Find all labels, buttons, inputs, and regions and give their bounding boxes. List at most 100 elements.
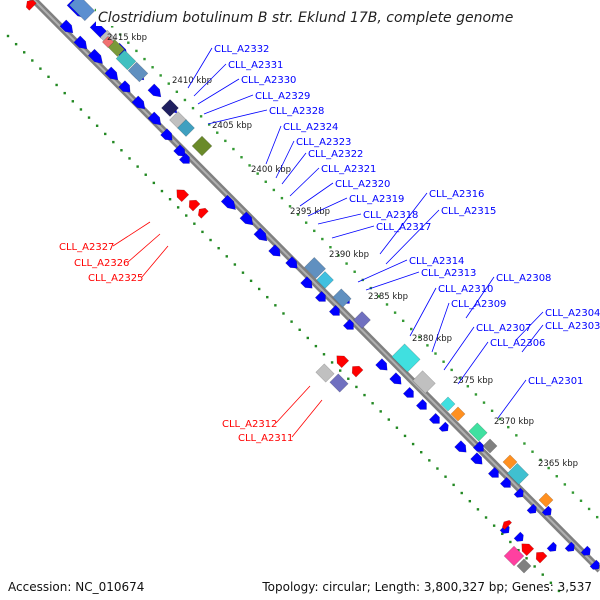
tick-dot (476, 508, 480, 511)
forward-gene-4-shape (147, 83, 162, 98)
tick-dot (160, 189, 164, 193)
forward-gene-29-shape (415, 398, 427, 410)
tick-dot (434, 352, 437, 355)
color-box-15 (412, 370, 436, 394)
tick-dot (484, 516, 488, 519)
forward-gene-43-shape (589, 559, 600, 570)
reverse-gene-8 (25, 0, 37, 11)
forward-gene-39 (541, 505, 552, 516)
color-box-21 (507, 463, 529, 485)
color-box-10-shape (304, 257, 326, 279)
kbp-tick-label: 2365 kbp (538, 459, 578, 469)
label-leader-line (197, 78, 240, 105)
color-box-18-shape (468, 422, 488, 442)
reverse-box-0 (315, 363, 335, 383)
tick-dot (248, 164, 251, 167)
reverse-gene-0 (176, 189, 190, 203)
reverse-gene-7 (501, 519, 513, 531)
forward-gene-28-shape (402, 386, 414, 398)
tick-dot (224, 139, 227, 143)
forward-gene-18-shape (253, 227, 268, 242)
color-box-24 (516, 558, 532, 574)
color-box-21-shape (507, 463, 529, 485)
forward-gene-33 (470, 452, 483, 465)
genome-summary-text: Topology: circular; Length: 3,800,327 bp… (262, 580, 592, 594)
kbp-tick-label: 2415 kbp (107, 33, 147, 43)
tick-dot (39, 67, 42, 70)
tick-dot (507, 425, 510, 429)
forward-gene-22-shape (314, 290, 326, 302)
genome-backbone (29, 0, 600, 573)
forward-gene-9-shape (104, 66, 119, 81)
tick-dot (355, 385, 358, 389)
tick-dot (517, 548, 520, 552)
forward-gene-11-shape (131, 95, 146, 110)
tick-dot (296, 213, 300, 216)
tick-dot (175, 90, 179, 93)
tick-dot (557, 589, 561, 593)
reverse-gene-1-shape (188, 199, 201, 212)
forward-gene-11 (131, 95, 146, 110)
forward-gene-6-shape (59, 19, 74, 34)
tick-dot (95, 124, 99, 127)
reverse-gene-6-shape (535, 551, 548, 564)
gene-label-forward: CLL_A2303 (545, 321, 600, 332)
tick-dot (442, 360, 445, 363)
gene-label-forward: CLL_A2328 (269, 106, 324, 117)
tick-dot (240, 156, 243, 159)
color-box-18 (468, 422, 488, 442)
tick-dot (128, 157, 131, 160)
tick-dot (167, 82, 170, 85)
forward-gene-38-shape (526, 503, 537, 514)
forward-gene-22 (314, 290, 326, 302)
gene-label-forward: CLL_A2320 (335, 179, 390, 190)
forward-gene-14-shape (173, 144, 186, 157)
color-box-13-shape (353, 311, 371, 329)
tick-dot (136, 165, 139, 168)
forward-gene-25 (342, 318, 354, 330)
gene-label-forward: CLL_A2307 (476, 323, 531, 334)
color-box-24-shape (516, 558, 532, 574)
kbp-tick-label: 2385 kbp (368, 292, 408, 302)
tick-dot (377, 295, 381, 298)
color-box-17-shape (450, 406, 466, 422)
label-leader-line (465, 276, 495, 319)
tick-dot (304, 221, 308, 224)
tick-dot (337, 254, 340, 257)
color-box-22 (538, 492, 554, 508)
tick-dot (264, 180, 267, 183)
forward-gene-7-shape (73, 35, 88, 50)
forward-gene-30 (428, 412, 440, 424)
forward-gene-27 (389, 372, 402, 385)
tick-dot (282, 312, 285, 315)
reverse-gene-2 (197, 207, 209, 219)
forward-gene-16 (220, 194, 236, 210)
gene-label-forward: CLL_A2316 (429, 189, 484, 200)
tick-dot (498, 417, 502, 421)
reverse-gene-3 (336, 355, 350, 369)
forward-gene-15-shape (178, 152, 190, 164)
gene-label-reverse: CLL_A2311 (238, 433, 293, 444)
gene-label-forward: CLL_A2304 (545, 308, 600, 319)
color-box-19 (482, 438, 498, 454)
color-box-12-shape (332, 288, 352, 308)
tick-dot (314, 344, 318, 348)
color-box-23-shape (503, 545, 525, 567)
tick-dot (63, 91, 66, 95)
color-box-19-shape (482, 438, 498, 454)
color-box-5 (101, 35, 115, 49)
tick-dot (385, 303, 389, 306)
forward-gene-26 (375, 358, 388, 371)
tick-dot (379, 410, 382, 413)
color-box-6 (161, 99, 179, 117)
forward-gene-43 (589, 559, 600, 570)
kbp-tick-label: 2400 kbp (251, 165, 291, 175)
tick-dot (6, 34, 10, 38)
forward-gene-18 (253, 227, 268, 242)
label-leader-line (409, 287, 437, 337)
tick-dot (14, 42, 18, 46)
label-leader-line (203, 94, 254, 115)
tick-dot (280, 196, 284, 200)
label-leader-line (207, 109, 268, 125)
